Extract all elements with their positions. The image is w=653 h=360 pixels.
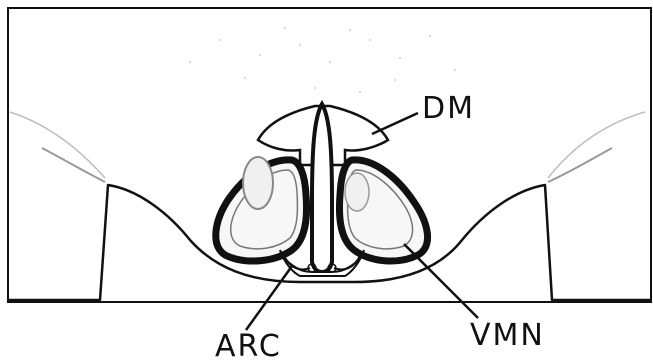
right-lesion-spot bbox=[345, 173, 369, 211]
faint-right-arc bbox=[548, 112, 645, 178]
faint-right-tract bbox=[548, 148, 612, 182]
left-lesion-spot bbox=[243, 157, 273, 209]
tissue-speckles bbox=[189, 27, 456, 93]
dm-label: DM bbox=[422, 91, 475, 126]
arc-label: ARC bbox=[215, 329, 282, 360]
vmn-leader-line bbox=[404, 244, 478, 318]
faint-left-arc bbox=[10, 112, 105, 178]
faint-left-tract bbox=[42, 148, 105, 182]
dm-leader-line bbox=[372, 113, 418, 134]
vmn-label: VMN bbox=[470, 318, 545, 353]
third-ventricle bbox=[312, 104, 332, 272]
